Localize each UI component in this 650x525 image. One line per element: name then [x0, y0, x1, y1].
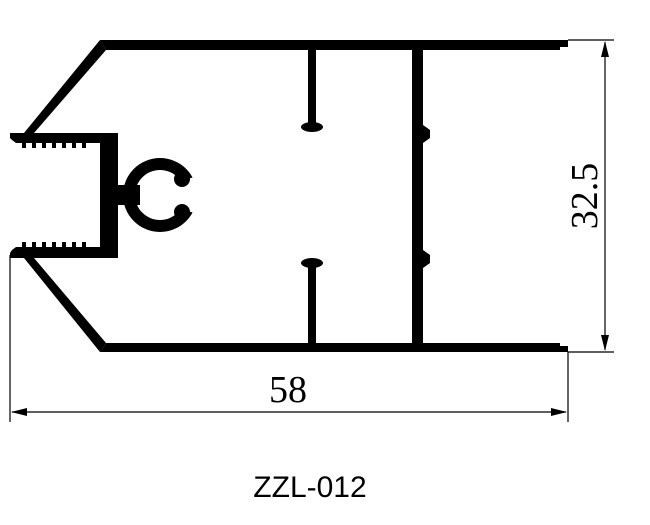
- model-code: ZZL-012: [253, 471, 366, 504]
- extrusion-profile: [10, 40, 568, 352]
- bottom-flange: [100, 343, 568, 352]
- lower-slant-wall: [24, 258, 106, 352]
- clip-tip-bottom: [174, 204, 190, 220]
- upper-slant-wall: [24, 40, 106, 133]
- lower-rib-bulb: [301, 258, 323, 268]
- height-dimension: [568, 39, 614, 353]
- upper-rib: [308, 50, 316, 125]
- height-arrow-top: [601, 41, 609, 57]
- lower-teeth: [22, 242, 86, 247]
- partition-notch-top: [423, 125, 430, 143]
- upper-rib-bulb: [301, 122, 323, 132]
- partition-wall: [412, 50, 423, 343]
- height-arrow-bottom: [601, 335, 609, 351]
- upper-serrated-lip: [10, 133, 118, 143]
- channel-right-wall: [108, 133, 118, 258]
- clip-tip-top: [174, 171, 190, 187]
- lower-serrated-lip: [10, 247, 104, 258]
- partition-notch-bottom: [423, 250, 430, 268]
- upper-teeth: [22, 143, 86, 148]
- width-dimension-label: 58: [269, 369, 307, 411]
- height-dimension-label: 32.5: [564, 163, 606, 230]
- width-arrow-left: [11, 408, 27, 416]
- top-flange: [100, 40, 568, 50]
- lower-rib: [308, 263, 316, 343]
- width-dimension: [9, 255, 569, 422]
- width-arrow-right: [551, 408, 567, 416]
- channel-inner-wall: [100, 143, 108, 247]
- channel-floor: [100, 247, 118, 258]
